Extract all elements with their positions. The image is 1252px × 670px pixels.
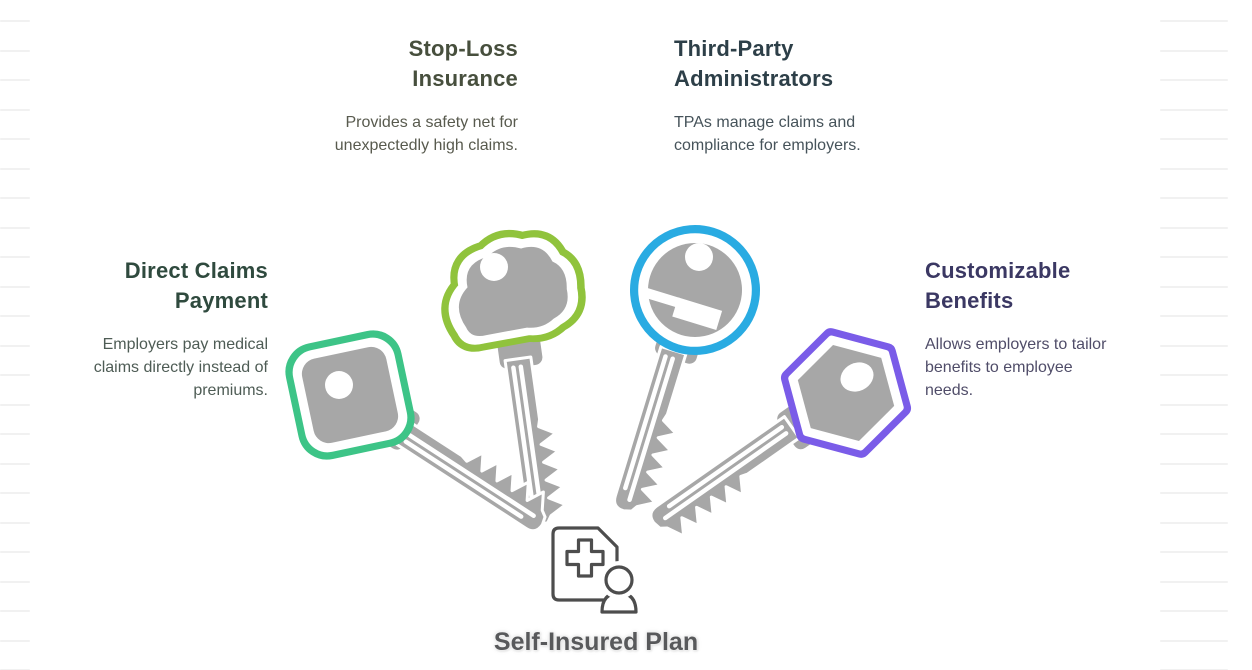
person-head (604, 565, 634, 595)
key-head-square (285, 330, 415, 460)
background-ruled-line (1160, 315, 1228, 317)
keyhole (325, 371, 353, 399)
info-card-direct-claims: Direct Claims Payment Employers pay medi… (53, 256, 268, 402)
key-head-round (630, 225, 760, 355)
background-ruled-line (0, 492, 30, 494)
background-ruled-line (0, 167, 30, 170)
keyhole (685, 243, 713, 271)
background-ruled-line (1160, 521, 1228, 524)
info-body-stop-loss: Provides a safety net for unexpectedly h… (334, 114, 518, 154)
purple-key (641, 287, 930, 548)
background-ruled-line (1160, 20, 1228, 22)
key-head-hexagon (777, 330, 915, 457)
background-ruled-line (1160, 433, 1228, 435)
background-ruled-line (0, 580, 30, 583)
background-ruled-line (0, 521, 30, 524)
info-card-stop-loss: Stop-Loss Insurance Provides a safety ne… (313, 34, 518, 157)
medical-plan-person-icon (551, 526, 638, 614)
background-ruled-line (0, 403, 30, 406)
background-ruled-line (0, 256, 30, 258)
lime-key (441, 230, 608, 530)
background-ruled-line (0, 551, 30, 553)
background-ruled-line (1160, 462, 1228, 465)
background-ruled-line (1160, 639, 1228, 642)
info-card-customizable: Customizable Benefits Allows employers t… (925, 256, 1120, 402)
background-ruled-line (1160, 580, 1228, 583)
background-ruled-line (1160, 551, 1228, 553)
background-ruled-line (1160, 167, 1228, 170)
background-ruled-line (1160, 344, 1228, 347)
key-head-cloud (441, 230, 582, 345)
background-ruled-line (0, 20, 30, 22)
info-heading-customizable: Customizable Benefits (925, 258, 1071, 313)
background-ruled-line (1160, 108, 1228, 111)
info-card-third-party: Third-Party Administrators TPAs manage c… (674, 34, 869, 157)
background-ruled-line (1160, 403, 1228, 406)
background-ruled-line (0, 226, 30, 229)
background-ruled-line (0, 639, 30, 642)
info-body-third-party: TPAs manage claims and compliance for em… (674, 114, 861, 154)
keyhole (840, 362, 874, 392)
background-ruled-line (1160, 226, 1228, 229)
background-ruled-line (0, 285, 30, 288)
background-ruled-line (1160, 138, 1228, 140)
background-ruled-line (0, 79, 30, 81)
background-ruled-line (1160, 79, 1228, 81)
info-body-direct-claims: Employers pay medical claims directly in… (93, 336, 268, 399)
info-heading-third-party: Third-Party Administrators (674, 36, 834, 91)
background-ruled-line (1160, 610, 1228, 612)
blue-key (603, 225, 760, 521)
background-ruled-line (0, 610, 30, 612)
background-ruled-line (1160, 197, 1228, 199)
diagram-title: Self-Insured Plan (493, 628, 699, 656)
background-ruled-line (0, 374, 30, 376)
person-head-gap (600, 561, 638, 599)
background-ruled-line (0, 315, 30, 317)
background-ruled-line (1160, 256, 1228, 258)
info-heading-direct-claims: Direct Claims Payment (124, 258, 268, 313)
keyhole (480, 253, 508, 281)
background-ruled-line (0, 433, 30, 435)
background-ruled-line (0, 197, 30, 199)
background-ruled-line (0, 344, 30, 347)
background-ruled-line (1160, 49, 1228, 52)
background-ruled-line (0, 108, 30, 111)
background-ruled-line (1160, 285, 1228, 288)
info-heading-stop-loss: Stop-Loss Insurance (408, 36, 518, 91)
background-ruled-line (1160, 492, 1228, 494)
background-ruled-line (0, 49, 30, 52)
info-body-customizable: Allows employers to tailor benefits to e… (925, 336, 1107, 399)
medical-cross-icon (565, 538, 605, 578)
background-ruled-line (1160, 374, 1228, 376)
keys-illustration (285, 190, 930, 548)
green-key (285, 330, 560, 543)
background-ruled-line (0, 462, 30, 465)
background-ruled-line (0, 138, 30, 140)
